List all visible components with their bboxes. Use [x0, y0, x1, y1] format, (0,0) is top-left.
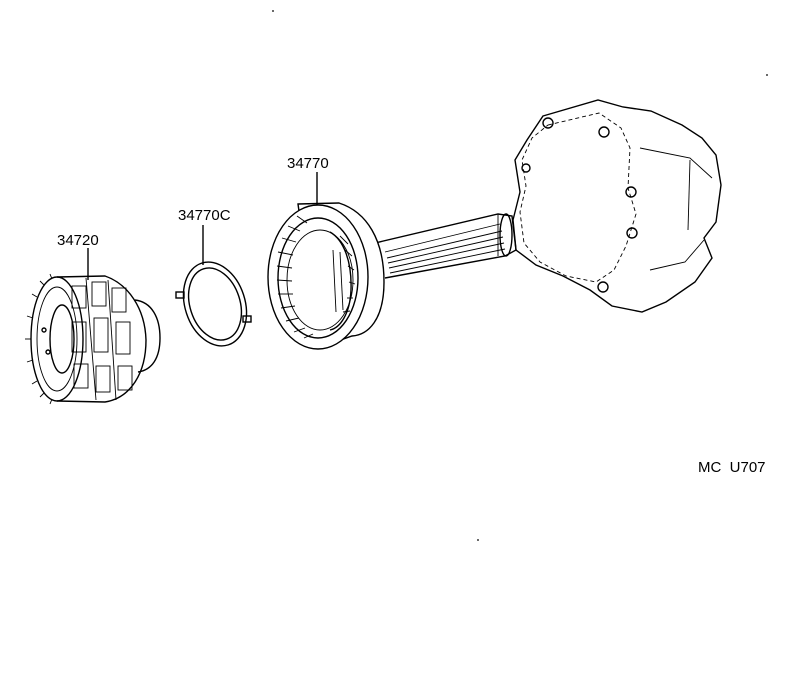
- label-34770: 34770: [287, 155, 329, 172]
- speck: [272, 10, 274, 12]
- ring-gear-drum-34770: [267, 202, 385, 350]
- speck: [477, 539, 479, 541]
- output-shaft: [374, 213, 517, 279]
- diagram-code: MC U707: [698, 459, 766, 476]
- label-34720: 34720: [57, 232, 99, 249]
- planetary-gear-34720: [25, 273, 161, 405]
- speck: [766, 74, 768, 76]
- thrust-washer-34770C: [175, 261, 252, 347]
- transmission-housing: [512, 99, 722, 313]
- label-34770C: 34770C: [178, 207, 231, 224]
